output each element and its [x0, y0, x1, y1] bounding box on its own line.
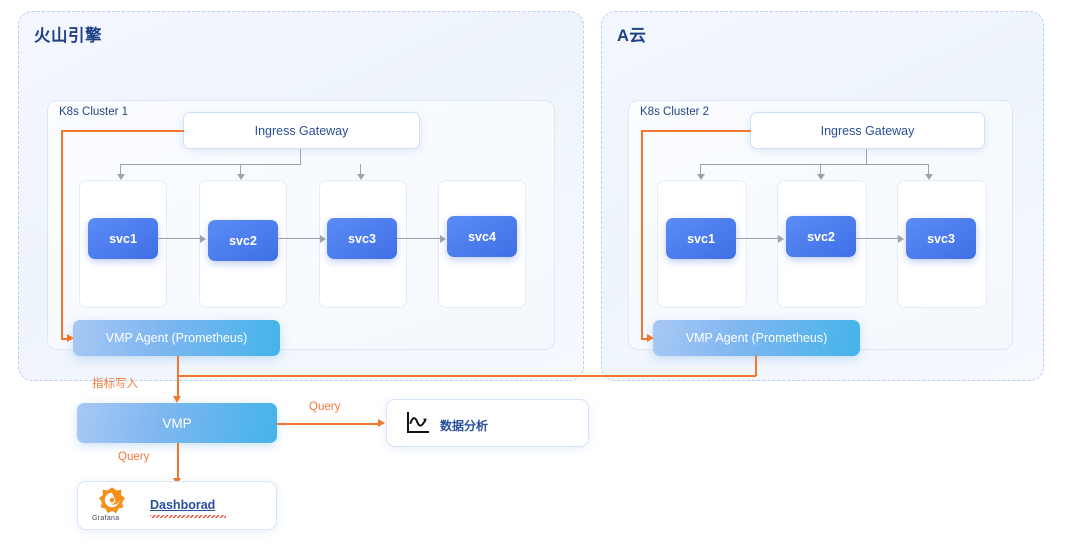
grafana-wordmark: Grafana — [92, 515, 120, 522]
chain-1-arrow-svc3 — [320, 234, 326, 243]
data-analysis-card[interactable] — [386, 399, 589, 447]
query-analysis-arrow — [378, 419, 385, 427]
ingress-gateway-2[interactable]: Ingress Gateway — [750, 112, 985, 149]
chain-2-arrow-svc2 — [778, 234, 784, 243]
service-chip-2-svc1[interactable]: svc1 — [666, 218, 736, 259]
scrape-1-down — [61, 130, 63, 339]
grafana-logo-icon — [96, 485, 128, 515]
dashboard-link[interactable]: Dashborad — [150, 498, 216, 512]
cloud-title-volcengine: 火山引擎 — [34, 27, 102, 45]
gateway-1-arrow-svc1 — [116, 174, 125, 180]
write-2-run-left — [177, 375, 756, 377]
chain-1-arrow-svc4 — [440, 234, 446, 243]
edge-label-query-dashboard: Query — [118, 451, 150, 463]
scrape-1-top — [61, 130, 184, 132]
chain-1-svc2-svc3 — [278, 238, 320, 240]
chain-1-svc3-svc4 — [397, 238, 440, 240]
query-analysis-line — [277, 423, 378, 425]
vmp-box[interactable]: VMP — [77, 403, 277, 443]
service-chip-1-svc3[interactable]: svc3 — [327, 218, 397, 259]
gateway-1-drop-svc1 — [120, 164, 122, 175]
gateway-2-bus — [700, 164, 928, 166]
chain-2-svc2-svc3 — [856, 238, 898, 240]
gateway-2-arrow-svc1 — [696, 174, 705, 180]
ingress-gateway-1[interactable]: Ingress Gateway — [183, 112, 420, 149]
scrape-2-arrow — [647, 334, 654, 342]
cluster-label-1: K8s Cluster 1 — [59, 106, 129, 118]
chain-2-svc1-svc2 — [736, 238, 778, 240]
spellcheck-underline — [150, 515, 226, 518]
gateway-2-arrow-svc2 — [816, 174, 825, 180]
gateway-2-drop-svc2 — [820, 164, 822, 175]
scrape-2-down — [641, 130, 643, 339]
scrape-1-arrow — [67, 334, 74, 342]
gateway-1-drop-svc3 — [360, 164, 362, 175]
scrape-2-top — [641, 130, 751, 132]
gateway-1-arrow-svc3 — [356, 174, 365, 180]
data-analysis-label: 数据分析 — [440, 419, 489, 433]
gateway-2-drop-svc1 — [700, 164, 702, 175]
vmp-agent-1[interactable]: VMP Agent (Prometheus) — [73, 320, 280, 356]
service-chip-1-svc2[interactable]: svc2 — [208, 220, 278, 261]
write-2-drop — [755, 356, 757, 376]
gateway-1-arrow-svc2 — [236, 174, 245, 180]
chain-1-arrow-svc2 — [200, 234, 206, 243]
scrape-2-into-agent — [641, 338, 648, 340]
gateway-2-arrow-svc3 — [924, 174, 933, 180]
gateway-1-drop-svc2 — [240, 164, 242, 175]
gateway-2-trunk — [866, 149, 868, 165]
write-bus-into-vmp — [177, 375, 179, 397]
line-chart-icon — [404, 409, 432, 437]
cluster-label-2: K8s Cluster 2 — [640, 106, 710, 118]
vmp-agent-2[interactable]: VMP Agent (Prometheus) — [653, 320, 860, 356]
cloud-title-acloud: A云 — [617, 27, 647, 45]
edge-label-query-analysis: Query — [309, 401, 341, 413]
chain-2-arrow-svc3 — [898, 234, 904, 243]
scrape-1-into-agent — [61, 338, 68, 340]
gateway-1-bus — [120, 164, 301, 166]
service-chip-2-svc3[interactable]: svc3 — [906, 218, 976, 259]
service-chip-1-svc1[interactable]: svc1 — [88, 218, 158, 259]
service-chip-2-svc2[interactable]: svc2 — [786, 216, 856, 257]
write-arrow-vmp — [172, 396, 181, 403]
gateway-2-drop-svc3 — [928, 164, 930, 175]
service-chip-1-svc4[interactable]: svc4 — [447, 216, 517, 257]
query-dashboard-line — [177, 443, 179, 479]
write-1-drop — [177, 356, 179, 376]
chain-1-svc1-svc2 — [158, 238, 200, 240]
gateway-1-trunk — [300, 149, 302, 165]
edge-label-metrics-write: 指标写入 — [92, 378, 138, 390]
